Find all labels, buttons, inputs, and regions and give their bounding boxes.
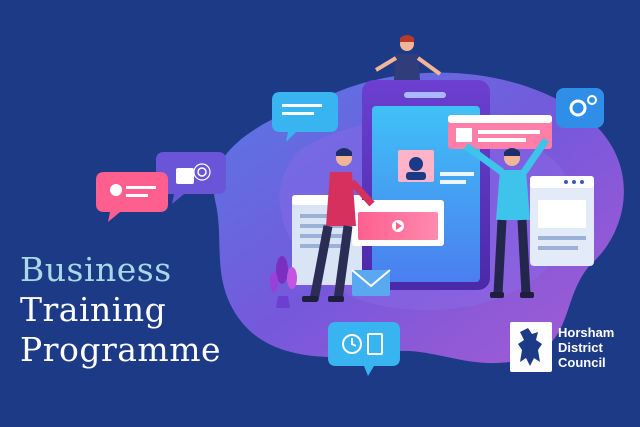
video-play-icon: [352, 200, 444, 246]
tap-gesture-icon: [156, 152, 226, 204]
content-card: [448, 115, 552, 149]
person-top: [374, 35, 442, 80]
checklist-icon: [367, 333, 383, 355]
smartphone-icon: [362, 80, 490, 290]
headline-line-programme: Programme: [20, 330, 222, 369]
schedule-bubble-icon: [328, 322, 400, 376]
plant-icon: [270, 256, 297, 308]
gear-icon: [556, 88, 604, 128]
council-name-line3: Council: [558, 355, 606, 370]
person-right: [463, 138, 549, 298]
clock-icon: [342, 334, 362, 354]
person-left: [302, 148, 375, 302]
council-name-line2: District: [558, 340, 603, 355]
headline-line-training: Training: [20, 290, 167, 329]
council-name-line1: Horsham: [558, 325, 615, 340]
chat-bubble-icon: [272, 92, 338, 142]
envelope-icon: [351, 269, 391, 296]
heraldic-lion-icon: [510, 322, 552, 372]
council-name: Horsham District Council: [558, 325, 614, 370]
headline-line-business: Business: [20, 250, 172, 289]
headline: Business Training Programme: [20, 250, 280, 370]
message-bubble-icon: [96, 172, 168, 222]
browser-window-right: [530, 176, 594, 266]
council-logo: Horsham District Council: [510, 322, 632, 374]
